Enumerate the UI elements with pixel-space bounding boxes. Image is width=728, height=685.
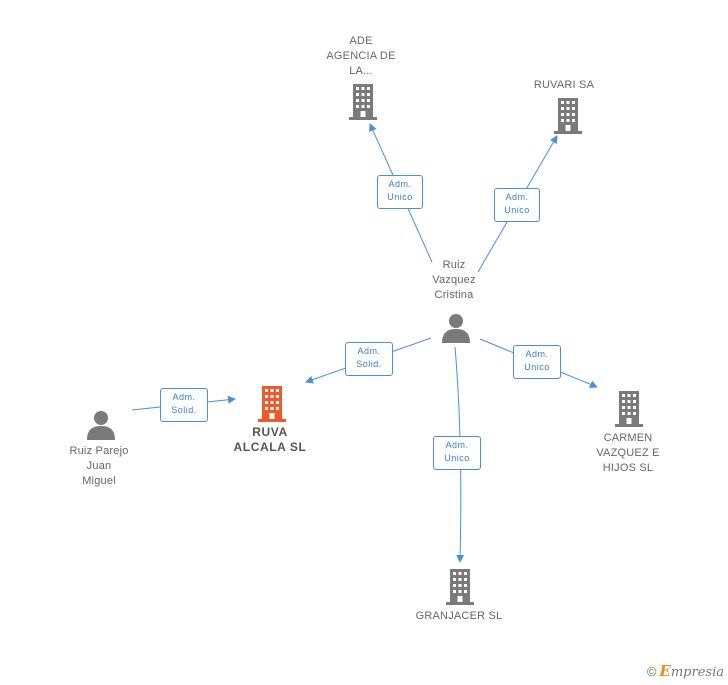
node-label-granjacer[interactable]: GRANJACER SL (415, 610, 503, 622)
brand-logo: Empresia (659, 662, 724, 680)
building-icon[interactable] (613, 391, 645, 427)
person-icon[interactable] (86, 410, 116, 440)
edge-label-to-granjacer[interactable]: Adm. Unico (433, 436, 481, 470)
copyright-icon: © (646, 664, 657, 679)
node-label-ruvari[interactable]: RUVARI SA (533, 79, 595, 91)
building-icon[interactable] (552, 98, 584, 134)
node-label-ruiz-vazquez[interactable]: Ruiz Vazquez Cristina (432, 259, 476, 301)
edge-label-to-ade[interactable]: Adm. Unico (377, 175, 423, 209)
person-icon[interactable] (441, 313, 471, 343)
building-icon[interactable] (444, 569, 476, 605)
brand-footer: ©Empresia (647, 662, 724, 680)
building-icon[interactable] (347, 84, 379, 120)
edge-label-to-ruvari[interactable]: Adm. Unico (494, 188, 540, 222)
building-icon-main[interactable] (256, 386, 288, 422)
node-label-ruiz-parejo[interactable]: Ruiz Parejo Juan Miguel (69, 445, 129, 487)
node-label-ruva[interactable]: RUVA ALCALA SL (233, 425, 307, 454)
edge-label-to-carmen[interactable]: Adm. Unico (513, 345, 561, 379)
edge-label-parejo-to-ruva[interactable]: Adm. Solid. (160, 388, 208, 422)
node-label-carmen[interactable]: CARMEN VAZQUEZ E HIJOS SL (596, 432, 660, 474)
edge-label-to-ruva[interactable]: Adm. Solid. (345, 342, 393, 376)
node-label-ade[interactable]: ADE AGENCIA DE LA... (326, 35, 396, 77)
